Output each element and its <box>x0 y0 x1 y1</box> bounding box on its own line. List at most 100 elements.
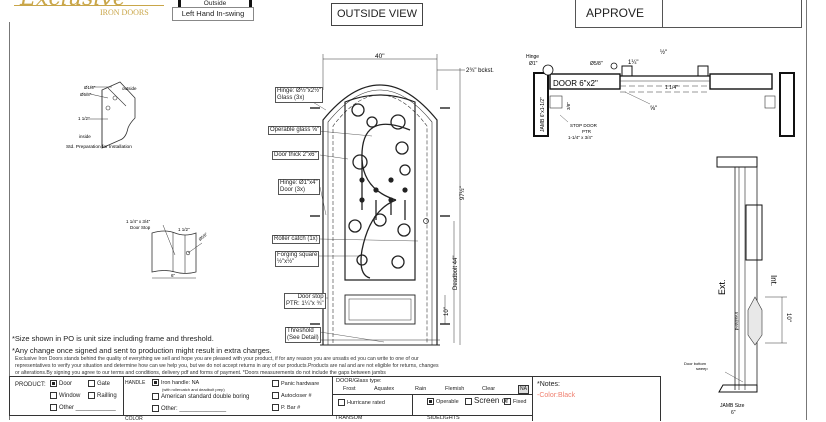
handle-pbar[interactable]: P. Bar # <box>272 404 300 412</box>
section-ext-label: Ext. <box>717 279 727 295</box>
prep-caption: Std. Preparation for Installation <box>66 144 132 150</box>
checkbox[interactable] <box>465 397 472 405</box>
callout-line: ½"x½" <box>277 259 295 265</box>
handle-label: HANDLE <box>125 380 146 386</box>
option-label: Other <box>59 405 75 412</box>
glass-operable[interactable]: Operable <box>427 398 459 406</box>
plan-section-drawing: Hinge Ø1" Ø5/8" 1¼" ½" DOOR 6"x2" 1 1/4"… <box>526 49 795 140</box>
checkbox[interactable] <box>272 404 279 411</box>
checkbox[interactable] <box>504 398 511 405</box>
checkbox[interactable] <box>88 392 95 399</box>
prep-quarter-label: Ø1/4" <box>84 85 96 90</box>
plan-stop-ptr: PTR <box>582 129 592 134</box>
handle-other[interactable]: Other: ______________ <box>152 405 226 413</box>
fine-print-2: representatives to verify your situation… <box>15 363 439 369</box>
panel-dimension: 10" <box>444 307 450 316</box>
stop-hole-label: Ø5/8" <box>197 231 208 242</box>
callout-line: (See Detail) <box>287 335 319 341</box>
handle-section: HANDLE Iron handle: NA (with rollercatch… <box>122 377 333 416</box>
plan-door-label: DOOR 6"x2" <box>553 79 598 88</box>
checkbox[interactable] <box>152 393 159 400</box>
prep-inside-label: inside <box>79 134 91 139</box>
checkbox[interactable] <box>88 380 95 387</box>
deadbolt-dimension: Deadbolt 44" <box>453 256 459 291</box>
stop-width-label: 6" <box>171 273 176 278</box>
callout-forging-square: Forging square ½"x½" <box>275 251 320 267</box>
callout-line: Forging square <box>277 252 318 258</box>
handle-autocloser[interactable]: Autocloser # <box>272 392 312 400</box>
product-window[interactable]: Window <box>50 392 80 400</box>
product-other[interactable]: Other ____________ <box>50 404 116 412</box>
checkbox[interactable] <box>152 405 159 412</box>
checkbox[interactable] <box>50 392 57 399</box>
callout-line: Door (3x) <box>280 187 306 193</box>
approve-signature-field[interactable] <box>664 1 799 25</box>
product-label: PRODUCT: <box>15 382 46 388</box>
product-gate[interactable]: Gate <box>88 380 110 388</box>
glass-frost[interactable]: Frost <box>343 386 356 392</box>
prep-outside-label: outside <box>122 86 137 91</box>
notes-label: *Notes: <box>537 381 560 388</box>
callout-line: PTR: 1¼"x ¾" <box>286 301 324 307</box>
plan-hole-label: Ø5/8" <box>590 61 603 67</box>
product-door[interactable]: Door <box>50 380 72 388</box>
plan-hinge-label: Hinge <box>526 54 539 60</box>
option-label: Panic hardware <box>281 381 320 388</box>
option-label: Iron handle: NA <box>161 380 200 387</box>
callout-line: Hinge: Ø1"x4" <box>280 180 318 186</box>
checkbox[interactable] <box>272 380 279 387</box>
option-label: American standard double boring <box>161 394 250 401</box>
stop-offset-label: 1 1/2" <box>178 227 190 232</box>
checkbox-checked[interactable] <box>152 379 159 386</box>
glass-flemish[interactable]: Flemish <box>445 386 465 392</box>
fine-print-3: or alterations.By signing you agree to o… <box>15 370 386 376</box>
backset-dimension: 2¾" bckst. <box>466 68 494 74</box>
plan-stop-size: 1-1/4" x 3/4" <box>568 135 593 140</box>
glass-label: DOOR/Glass type: <box>336 378 382 384</box>
notes-value: -Color:Black <box>537 392 576 399</box>
plan-square-label: ½" <box>660 49 667 56</box>
approve-label: APPROVE <box>586 6 645 20</box>
product-railling[interactable]: Railling <box>88 392 117 400</box>
sidelights-label: SIDELIGHTS <box>427 415 460 421</box>
glass-na[interactable]: NA <box>518 385 529 394</box>
checkbox[interactable] <box>338 399 345 406</box>
prep-five-eighths-label: Ø5/8" <box>80 92 92 97</box>
height-dimension: 97½" <box>459 186 466 200</box>
checkbox-checked[interactable] <box>50 380 57 387</box>
hurricane-rated[interactable]: Hurricane rated <box>338 399 385 407</box>
option-label: Gate <box>97 381 111 388</box>
option-label: Autocloser # <box>281 393 312 400</box>
callout-door-stop: Door stop PTR: 1¼"x ¾" <box>284 293 326 309</box>
handle-american[interactable]: American standard double boring <box>152 393 249 401</box>
checkbox[interactable] <box>272 392 279 399</box>
checkbox-checked[interactable] <box>427 398 434 405</box>
handle-iron[interactable]: Iron handle: NA <box>152 379 199 387</box>
door-stop-detail: 1 1/4" x 3/4" Door Stop 1 1/2" Ø5/8" 6" <box>126 219 209 279</box>
callout-line: Glass (3x) <box>277 95 305 101</box>
glass-rain[interactable]: Rain <box>415 386 427 392</box>
callout-threshold: Threshold (See Detail) <box>285 327 321 343</box>
glass-clear[interactable]: Clear <box>482 386 496 392</box>
transom-label: TRANSOM <box>335 415 363 421</box>
option-label: Fixed <box>513 399 527 406</box>
approve-table: APPROVE <box>575 0 802 28</box>
logo-subtext: IRON DOORS <box>100 8 149 17</box>
callout-door-thick: Door thick 2"x6" <box>272 151 319 160</box>
callout-operable-glass: Operable glass ⅝" <box>268 126 322 135</box>
glass-fixed[interactable]: Fixed <box>504 398 526 406</box>
view-title: OUTSIDE VIEW <box>331 3 423 26</box>
glass-screen[interactable]: Screen or <box>465 397 509 406</box>
installation-prep-detail: Ø1/4" Ø5/8" outside 1 1/2" inside Std. P… <box>66 81 137 150</box>
color-label: COLOR <box>125 416 143 422</box>
callout-hinge-door: Hinge: Ø1"x4" Door (3x) <box>278 179 320 195</box>
option-label: Railling <box>97 393 117 400</box>
checkbox[interactable] <box>50 404 57 411</box>
glass-aquatex[interactable]: Aquatex <box>374 386 395 392</box>
stop-name-label: Door Stop <box>130 225 151 230</box>
handle-panic[interactable]: Panic hardware <box>272 380 319 388</box>
order-form: PRODUCT: Door Gate Window Railling Other… <box>9 376 533 422</box>
note-changes: *Any change once signed and sent to prod… <box>12 346 272 355</box>
section-jamb-label: JAMB Size <box>720 403 745 409</box>
page-border-left <box>9 22 10 420</box>
